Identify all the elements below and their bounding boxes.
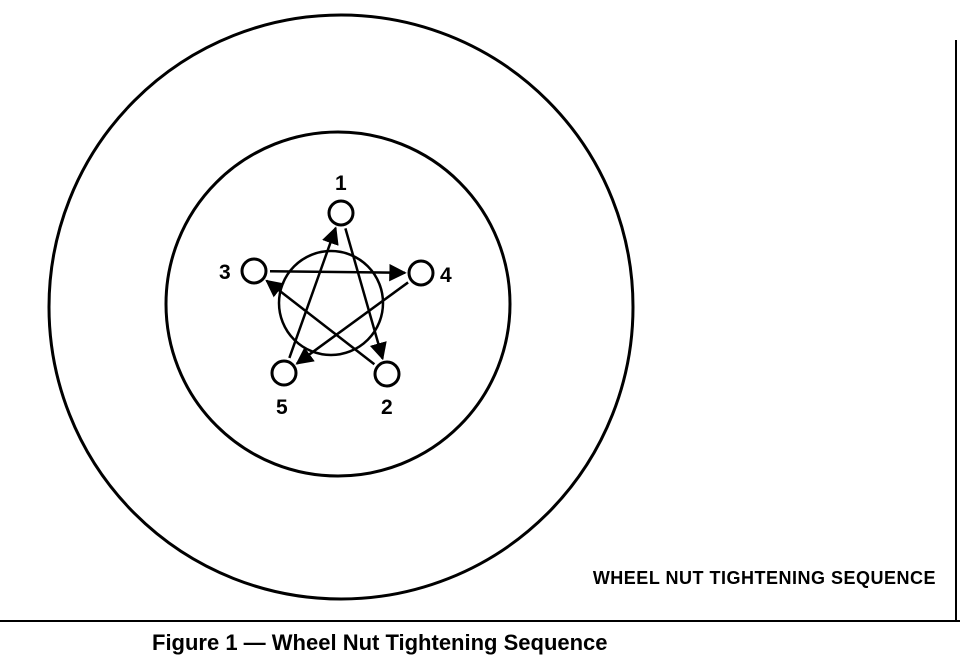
nut-4 <box>407 259 435 287</box>
caption-divider <box>0 620 960 622</box>
nut-label-3: 3 <box>219 261 231 284</box>
nut-1 <box>327 199 355 227</box>
tightening-sequence-arrows <box>265 226 409 366</box>
nut-2 <box>373 360 401 388</box>
diagram-caption: WHEEL NUT TIGHTENING SEQUENCE <box>592 568 936 588</box>
sequence-arrow-2-to-3 <box>265 279 376 366</box>
page-edge-line <box>955 40 957 620</box>
sequence-arrow-1-to-2 <box>344 228 387 361</box>
rim-circle <box>164 130 512 478</box>
nut-label-4: 4 <box>440 264 452 287</box>
figure-caption: Figure 1 — Wheel Nut Tightening Sequence <box>152 630 608 655</box>
nut-label-5: 5 <box>276 396 288 419</box>
tire-outer-circle <box>47 13 635 601</box>
nut-5 <box>270 359 298 387</box>
nut-3 <box>240 257 268 285</box>
nut-label-2: 2 <box>381 396 393 419</box>
nut-label-1: 1 <box>335 172 347 195</box>
wheel-nuts <box>240 199 435 388</box>
hub-circle <box>277 249 385 357</box>
sequence-arrow-3-to-4 <box>269 263 407 282</box>
wheel-diagram: 1 2 3 4 5 <box>47 13 635 601</box>
sequence-arrow-5-to-1 <box>288 226 339 359</box>
sequence-arrow-4-to-5 <box>295 281 409 365</box>
